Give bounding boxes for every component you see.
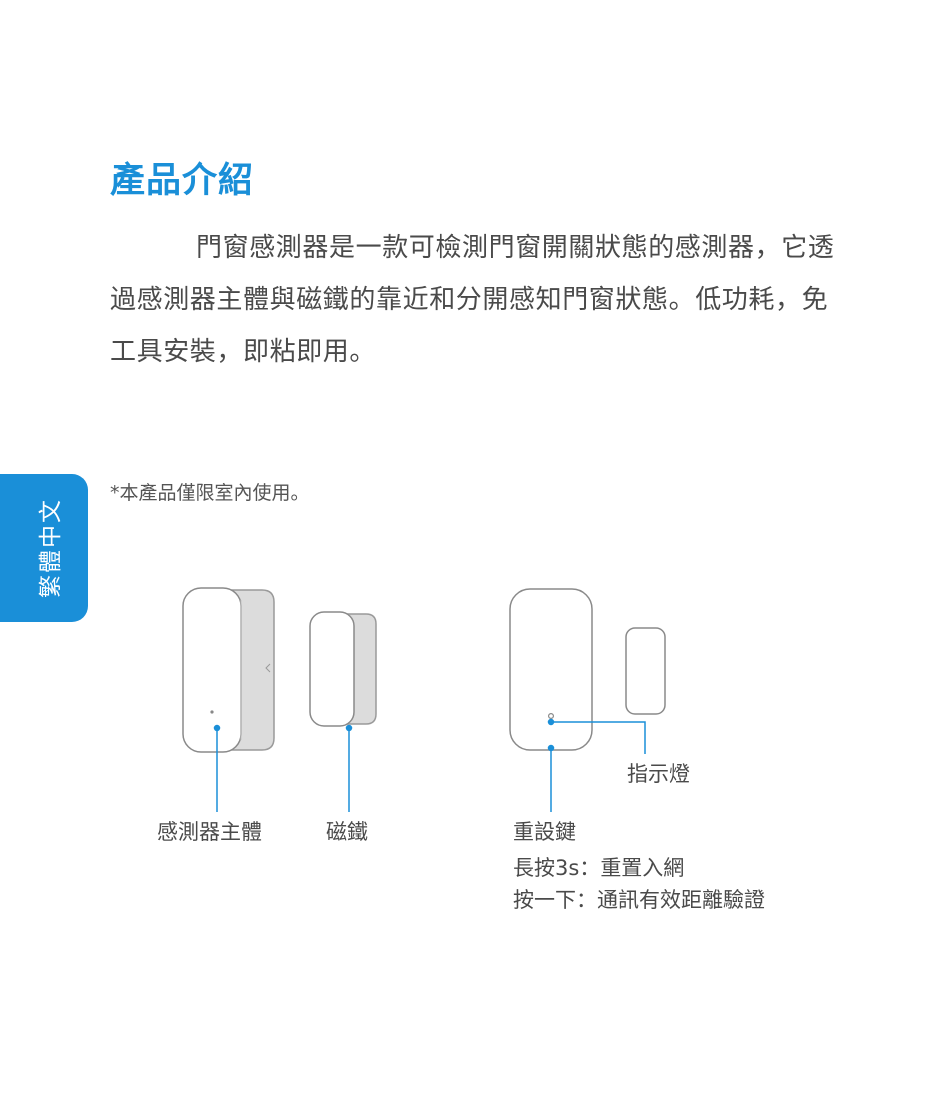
sensor-body-illustration [183,588,274,752]
instruction-single-press-action: 按一下： [513,888,597,912]
label-reset-key: 重設鍵 [513,816,576,846]
instruction-long-press-result: 重置入網 [600,856,684,880]
magnet-front-illustration [626,628,665,714]
instruction-long-press-action: 長按3s： [513,856,600,880]
label-magnet: 磁鐵 [326,816,368,846]
instruction-long-press: 長按3s：重置入網 [513,852,684,882]
magnet-illustration [310,612,376,726]
instruction-single-press-result: 通訊有效距離驗證 [597,888,765,912]
sensor-front-illustration [510,589,592,750]
instruction-single-press: 按一下：通訊有效距離驗證 [513,884,765,914]
label-indicator: 指示燈 [627,758,690,788]
label-sensor-body: 感測器主體 [157,816,262,846]
